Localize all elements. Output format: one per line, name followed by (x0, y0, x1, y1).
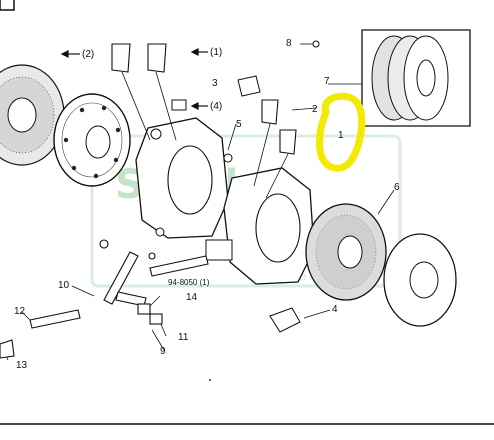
linkage-parts (0, 239, 209, 359)
label-6: 6 (394, 182, 400, 193)
hub-disc (53, 93, 131, 187)
leader-lines (3, 43, 395, 361)
ref-label-2: (2) (82, 49, 94, 60)
label-8: 8 (286, 38, 292, 49)
label-1: 1 (338, 130, 344, 141)
label-14: 14 (186, 292, 198, 303)
label-12: 12 (14, 306, 26, 317)
highlight-marker (316, 92, 366, 172)
label-10: 10 (58, 280, 70, 291)
label-3: 3 (212, 78, 218, 89)
label-4: 4 (332, 304, 338, 315)
frame-corner (0, 0, 15, 11)
right-friction-disc (305, 203, 387, 301)
stray-dot (209, 379, 211, 381)
label-7: 7 (324, 76, 330, 87)
caliper-lower (205, 167, 315, 285)
right-plate-disc (383, 233, 457, 327)
ref-arrows (60, 48, 208, 110)
label-9: 9 (160, 346, 166, 357)
pad-group-top (111, 43, 297, 155)
ref-label-94: 94-8050 (1) (168, 278, 210, 287)
left-disc (0, 64, 65, 166)
label-13: 13 (16, 360, 28, 371)
ref-label-1: (1) (210, 47, 222, 58)
label-5: 5 (236, 119, 242, 130)
label-11: 11 (178, 332, 189, 343)
small-parts (171, 40, 320, 333)
ref-label-4: (4) (210, 101, 222, 112)
caliper-upper (135, 117, 229, 239)
clutch-pack-box (361, 29, 471, 127)
label-2: 2 (312, 104, 318, 115)
